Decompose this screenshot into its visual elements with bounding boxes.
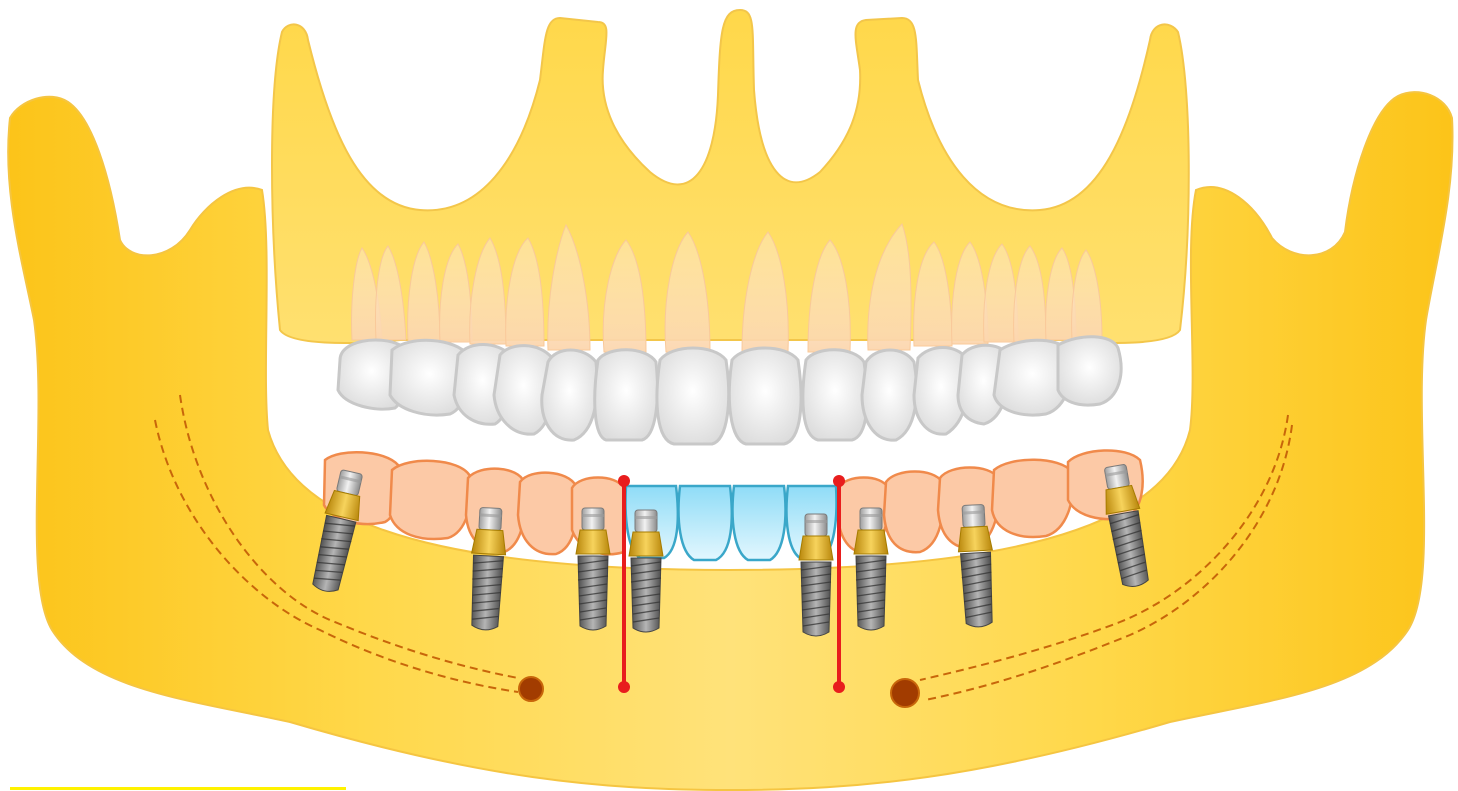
bottom-rule: [10, 787, 346, 790]
upper-teeth: [338, 337, 1121, 444]
